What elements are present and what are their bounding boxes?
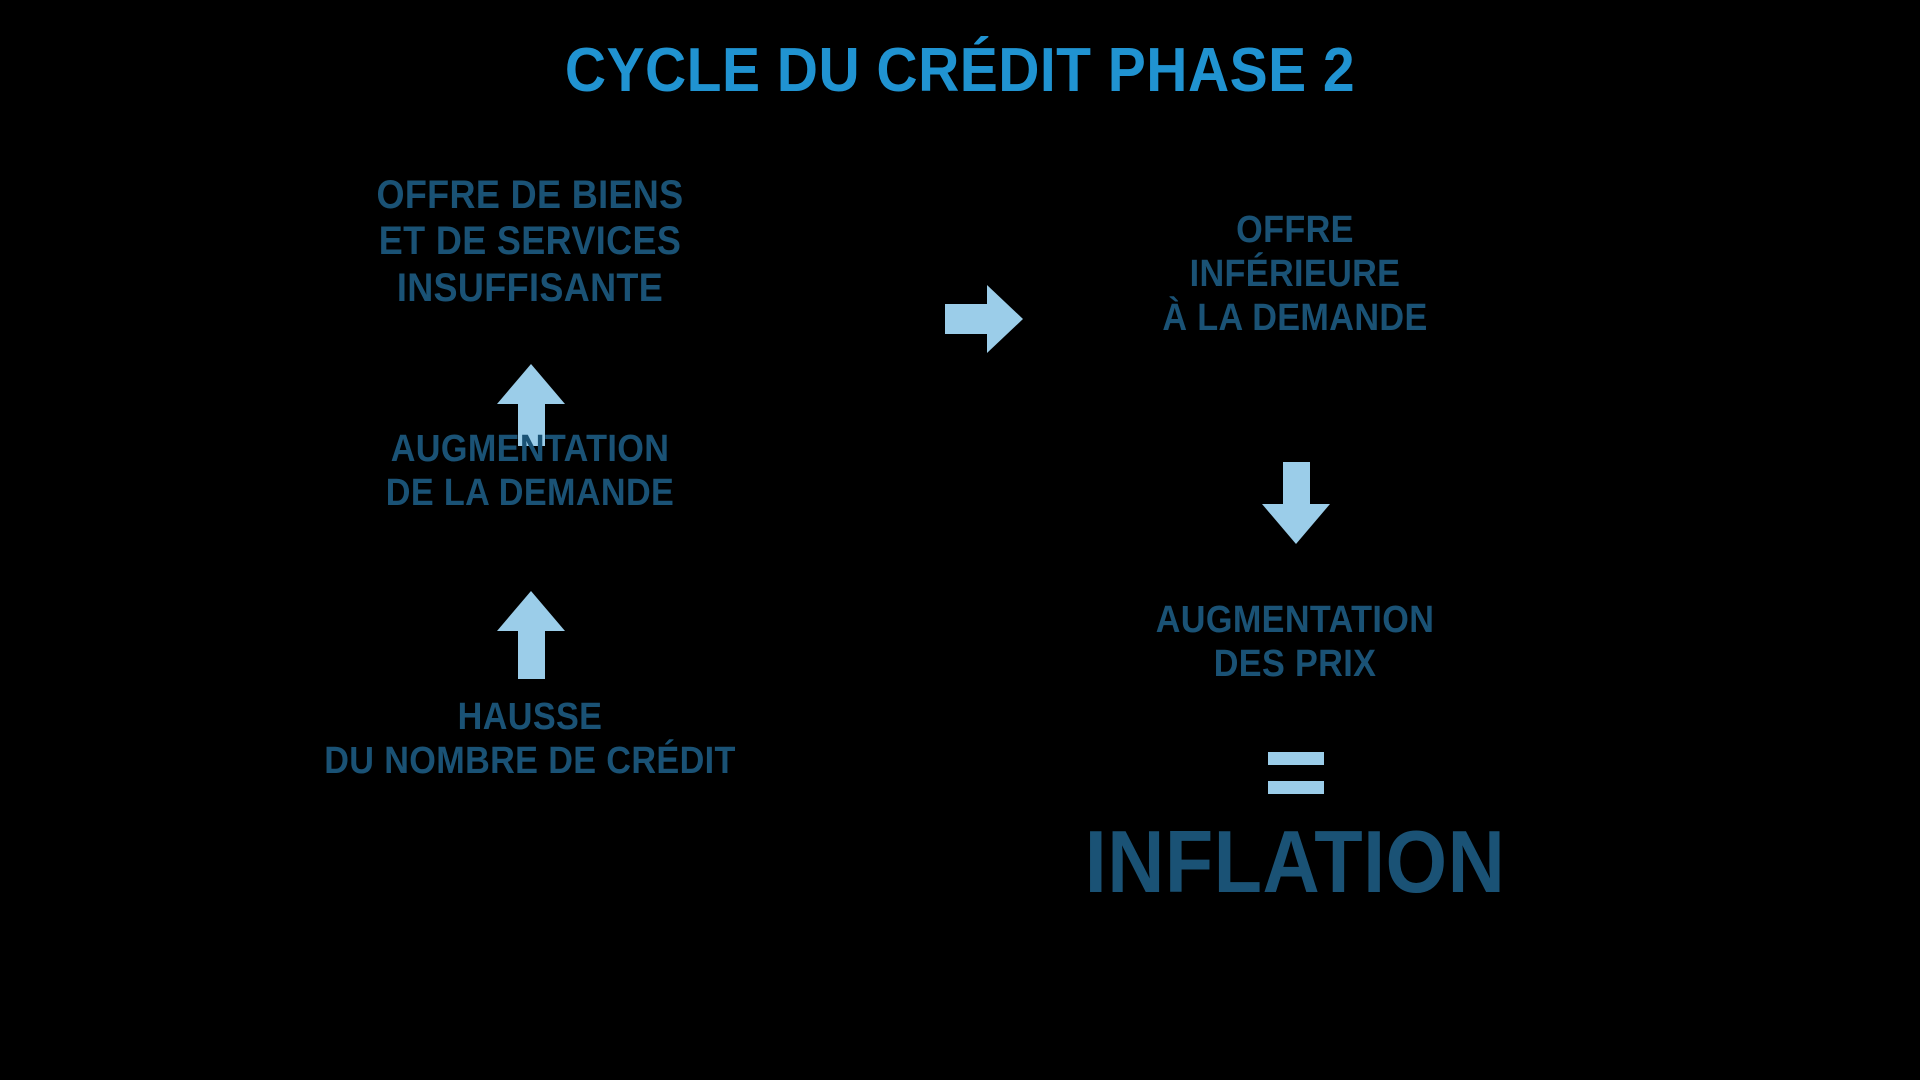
node-supply-below-demand: OFFRE INFÉRIEURE À LA DEMANDE <box>1052 208 1538 340</box>
arrow-head <box>497 591 565 631</box>
node-supply-line-3: INSUFFISANTE <box>396 265 664 310</box>
node-supply-line-1: OFFRE DE BIENS <box>376 173 684 217</box>
equals-bar-bottom <box>1268 781 1324 794</box>
node-supply-line-2: ET DE SERVICES <box>378 219 682 264</box>
node-demand-increase: AUGMENTATION DE LA DEMANDE <box>314 427 746 515</box>
node-supply-insufficient: OFFRE DE BIENS ET DE SERVICES INSUFFISAN… <box>305 172 755 311</box>
equals-sign-icon <box>1268 752 1324 794</box>
equals-bar-top <box>1268 752 1324 765</box>
arrow-down-shortage-to-prices <box>1262 462 1330 544</box>
node-inflation-result: INFLATION <box>1084 812 1506 911</box>
node-prices-line-2: DES PRIX <box>1213 643 1377 686</box>
arrow-head <box>987 285 1023 353</box>
arrow-shaft <box>1282 462 1310 504</box>
arrow-shaft <box>517 404 545 446</box>
node-credit-rise: HAUSSE DU NOMBRE DE CRÉDIT <box>278 695 782 783</box>
node-demand-line-2: DE LA DEMANDE <box>385 472 675 515</box>
node-shortage-line-1: OFFRE <box>1236 209 1354 251</box>
arrow-shaft <box>945 304 987 334</box>
node-shortage-line-2: INFÉRIEURE <box>1189 253 1401 296</box>
node-credit-line-2: DU NOMBRE DE CRÉDIT <box>324 740 736 783</box>
node-shortage-line-3: À LA DEMANDE <box>1162 297 1428 340</box>
arrow-head <box>1262 504 1330 544</box>
node-credit-line-1: HAUSSE <box>457 696 603 738</box>
arrow-up-credit-to-demand <box>497 591 565 679</box>
node-prices-line-1: AUGMENTATION <box>1155 599 1435 641</box>
node-demand-line-1: AUGMENTATION <box>390 428 670 470</box>
arrow-up-demand-to-supply <box>497 364 565 446</box>
arrow-right-supply-to-shortage <box>945 285 1023 353</box>
node-price-increase: AUGMENTATION DES PRIX <box>1061 598 1529 686</box>
arrow-head <box>497 364 565 404</box>
arrow-shaft <box>517 631 545 679</box>
page-title: CYCLE DU CRÉDIT PHASE 2 <box>564 36 1356 105</box>
